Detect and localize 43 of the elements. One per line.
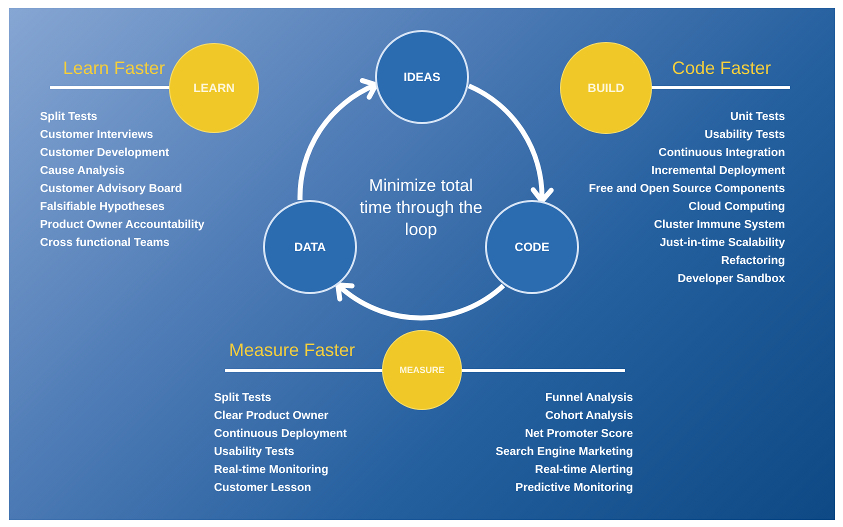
practice-item: Cause Analysis [40, 164, 125, 178]
practice-item: Search Engine Marketing [496, 445, 633, 459]
loop-arrow [335, 282, 505, 320]
practice-item: Free and Open Source Components [588, 182, 785, 196]
practice-item: Customer Interviews [40, 128, 154, 142]
practice-item: Usability Tests [704, 128, 785, 142]
practice-item: Customer Advisory Board [40, 182, 182, 196]
practice-item: Unit Tests [730, 110, 785, 124]
practice-item: Product Owner Accountability [40, 218, 204, 232]
practice-item: Split Tests [40, 110, 98, 124]
practice-item: Real-time Alerting [535, 463, 633, 477]
practice-item: Developer Sandbox [678, 272, 785, 286]
practice-item: Cluster Immune System [654, 218, 785, 232]
practice-item: Customer Lesson [214, 481, 312, 495]
practice-item: Net Promoter Score [524, 427, 633, 441]
practice-item: Real-time Monitoring [214, 463, 328, 477]
section-heading: Measure Faster [229, 340, 356, 361]
section-heading: Learn Faster [63, 58, 166, 79]
practice-item: Incremental Deployment [651, 164, 785, 178]
practice-item: Split Tests [214, 391, 272, 405]
practice-item: Clear Product Owner [214, 409, 328, 423]
circle-label: CODE [514, 240, 550, 254]
center-caption: Minimize total time through the loop [358, 175, 484, 241]
practice-item: Predictive Monitoring [515, 481, 633, 495]
practice-item: Funnel Analysis [545, 391, 633, 405]
practice-item: Continuous Deployment [214, 427, 347, 441]
section-heading: Code Faster [672, 58, 772, 79]
circle-label: LEARN [193, 81, 235, 95]
circle-label: IDEAS [404, 70, 440, 84]
circle-label: MEASURE [399, 365, 444, 375]
circle-label: BUILD [588, 81, 624, 95]
circle-label: DATA [294, 240, 326, 254]
practice-item: Continuous Integration [658, 146, 785, 160]
practice-item: Cross functional Teams [40, 236, 170, 250]
loop-arrow [298, 78, 378, 200]
practice-item: Cloud Computing [688, 200, 785, 214]
practice-item: Falsifiable Hypotheses [40, 200, 165, 214]
practice-item: Cohort Analysis [545, 409, 633, 423]
practice-item: Just-in-time Scalability [660, 236, 785, 250]
practice-item: Refactoring [721, 254, 785, 268]
practice-item: Customer Development [40, 146, 170, 160]
loop-arrow [468, 84, 554, 204]
practice-item: Usability Tests [214, 445, 294, 459]
